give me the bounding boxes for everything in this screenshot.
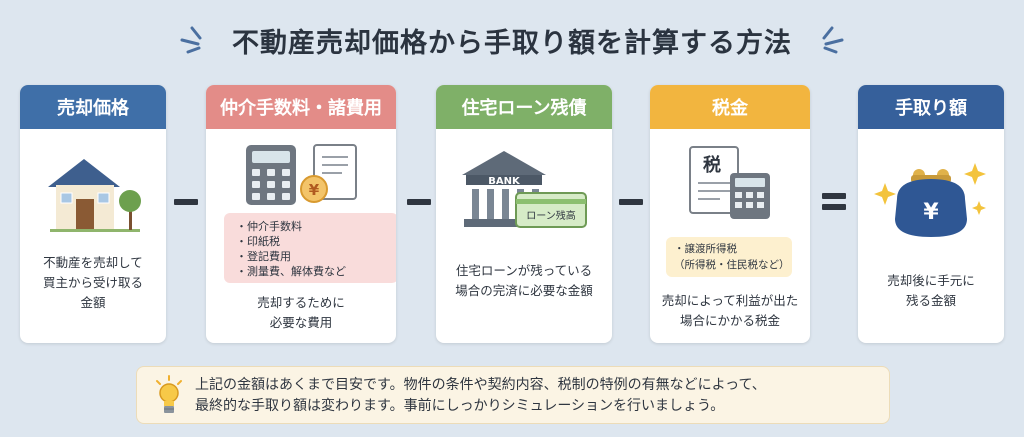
minus-operator bbox=[174, 199, 198, 205]
note-line: 最終的な手取り額は変わります。事前にしっかりシミュレーションを行いましょう。 bbox=[195, 398, 725, 414]
list-item: （所得税・住民税など） bbox=[674, 259, 790, 271]
sparkle-right-icon bbox=[822, 26, 844, 54]
list-item: ・仲介手数料 bbox=[236, 220, 302, 233]
card-description: 不動産を売却して 買主から受け取る 金額 bbox=[42, 255, 143, 310]
purse-icon: ¥ bbox=[874, 163, 986, 237]
bank-label: BANK bbox=[488, 176, 521, 187]
list-item: ・譲渡所得税 bbox=[674, 243, 737, 255]
card-header: 住宅ローン残債 bbox=[436, 85, 612, 129]
card-taxes: 税金 税 ・譲渡所得税 （所得税・住民税など） 売却によって利益が出た 場合にか… bbox=[650, 85, 810, 343]
card-description: 売却によって利益が出た 場合にかかる税金 bbox=[661, 293, 799, 328]
minus-operator bbox=[407, 199, 431, 205]
card-net-proceeds: 手取り額 ¥ 売却後に手元に 残る金額 bbox=[858, 85, 1004, 343]
card-header: 税金 bbox=[650, 85, 810, 129]
page-title: 不動産売却価格から手取り額を計算する方法 bbox=[232, 27, 792, 59]
note-text: 上記の金額はあくまで目安です。物件の条件や契約内容、税制の特例の有無などによって… bbox=[195, 375, 766, 417]
card-description: 売却するために 必要な費用 bbox=[257, 295, 345, 330]
list-item: ・印紙税 bbox=[236, 235, 280, 248]
purse-label: ¥ bbox=[923, 200, 939, 225]
fee-items-list: ・仲介手数料 ・印紙税 ・登記費用 ・測量費、解体費など bbox=[224, 213, 396, 283]
card-fees: 仲介手数料・諸費用 ¥ ・仲介手数料 ・印紙税 ・登記費用 ・測量費、解体費など… bbox=[206, 85, 396, 343]
card-header: 仲介手数料・諸費用 bbox=[206, 85, 396, 129]
card-header: 手取り額 bbox=[858, 85, 1004, 129]
svg-text:¥: ¥ bbox=[309, 181, 320, 199]
card-loan-balance: 住宅ローン残債 BANK ローン残高 住宅ローンが残っている 場合の完済に必要な… bbox=[436, 85, 612, 343]
equals-operator bbox=[822, 193, 846, 210]
lightbulb-icon bbox=[156, 375, 182, 413]
card-header: 売却価格 bbox=[20, 85, 166, 129]
calculator-receipt-icon: ¥ bbox=[246, 144, 357, 205]
card-description: 売却後に手元に 残る金額 bbox=[887, 273, 975, 308]
tax-items-list: ・譲渡所得税 （所得税・住民税など） bbox=[666, 237, 792, 277]
bank-icon: BANK ローン残高 bbox=[462, 151, 587, 228]
sparkle-left-icon bbox=[180, 26, 202, 54]
title-bar: 不動産売却価格から手取り額を計算する方法 bbox=[0, 18, 1024, 62]
note-box: 上記の金額はあくまで目安です。物件の条件や契約内容、税制の特例の有無などによって… bbox=[136, 366, 890, 424]
card-description: 住宅ローンが残っている 場合の完済に必要な金額 bbox=[455, 263, 593, 298]
house-icon bbox=[48, 159, 141, 232]
card-sale-price: 売却価格 不動産を売却して 買主から受け取る 金額 bbox=[20, 85, 166, 343]
list-item: ・登記費用 bbox=[236, 250, 291, 263]
list-item: ・測量費、解体費など bbox=[236, 265, 346, 278]
loan-card-label: ローン残高 bbox=[526, 209, 576, 222]
tax-document-icon: 税 bbox=[689, 146, 770, 219]
tax-doc-label: 税 bbox=[703, 154, 721, 176]
note-line: 上記の金額はあくまで目安です。物件の条件や契約内容、税制の特例の有無などによって… bbox=[195, 377, 766, 393]
minus-operator bbox=[619, 199, 643, 205]
